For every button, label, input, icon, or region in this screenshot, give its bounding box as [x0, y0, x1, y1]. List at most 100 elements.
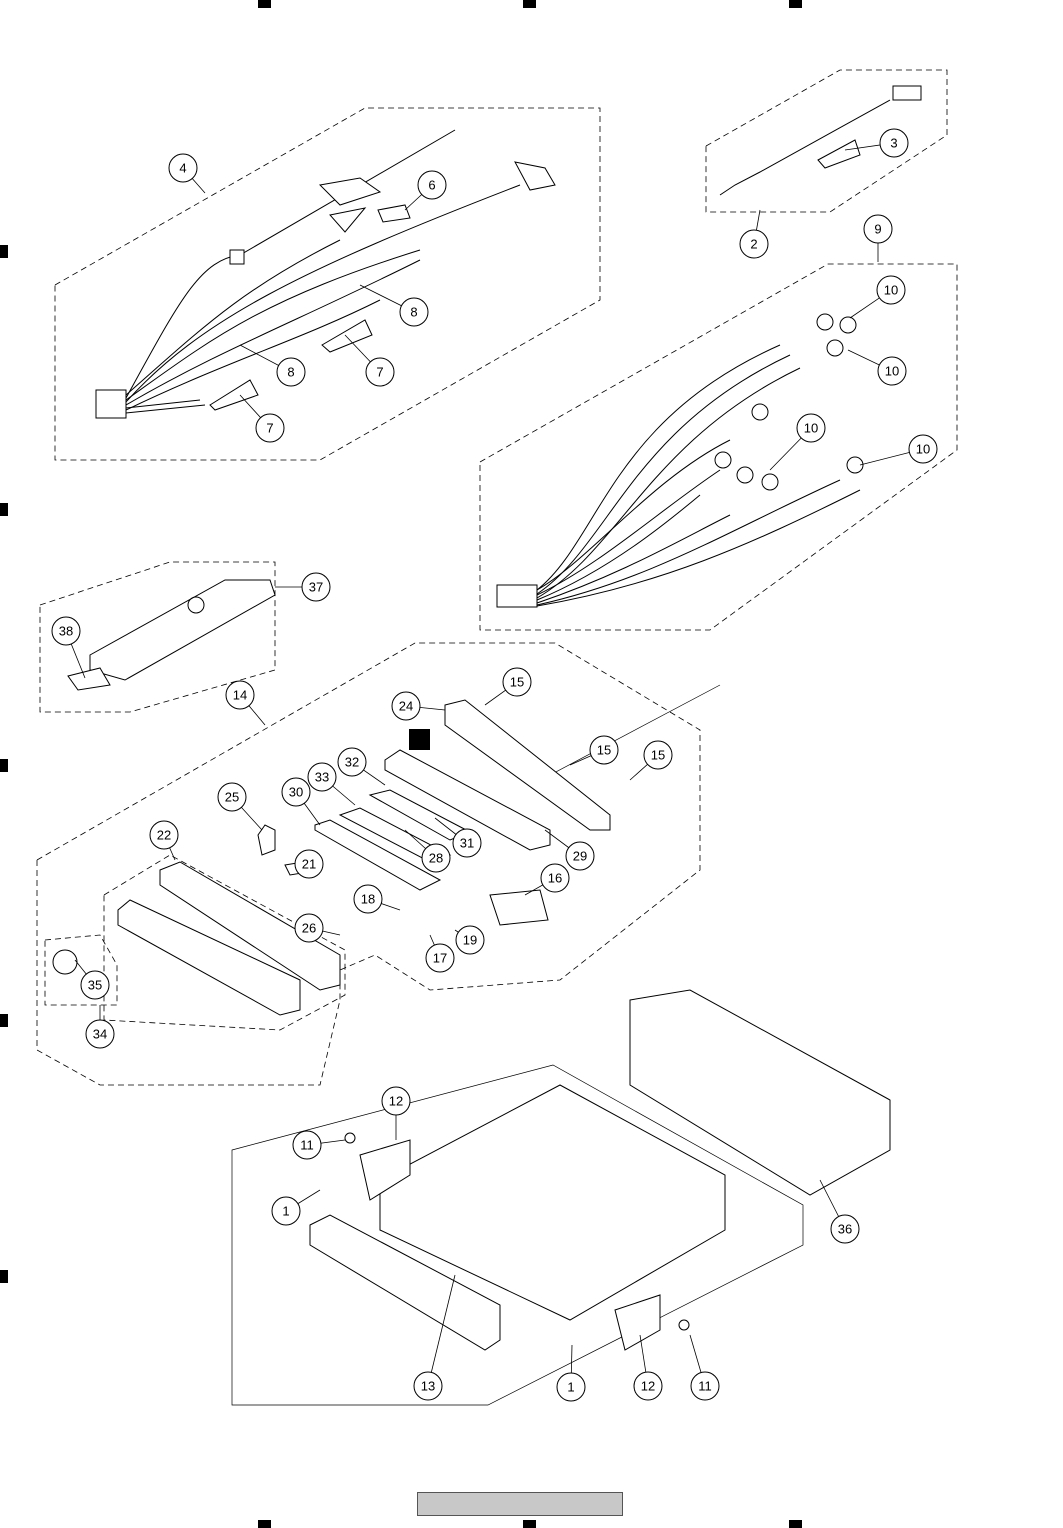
callout-label: 22: [157, 828, 171, 843]
callout-bubble: [425, 943, 455, 973]
callout-bubble: [421, 843, 451, 873]
callout-bubble: [307, 762, 337, 792]
callout-label: 21: [302, 857, 316, 872]
callout-label: 11: [300, 1138, 314, 1153]
callout-label: 7: [376, 365, 383, 380]
callout-label: 10: [884, 283, 898, 298]
callout-label: 3: [890, 136, 897, 151]
wire-harness-4: [95, 129, 556, 419]
callout-bubble: [225, 680, 255, 710]
callout-label: 25: [225, 790, 239, 805]
callout-leader-line: [427, 1274, 456, 1387]
callout-label: 1: [282, 1204, 289, 1219]
callout-bubble: [391, 691, 421, 721]
callout-bubble: [80, 970, 110, 1000]
callout-bubble: [255, 413, 285, 443]
callout-bubble: [863, 214, 893, 244]
callout-label: 19: [463, 933, 477, 948]
callout-bubble: [337, 747, 367, 777]
callout-label: 16: [548, 871, 562, 886]
callout-label: 8: [410, 305, 417, 320]
callout-label: 34: [93, 1027, 107, 1042]
callout-bubble: [353, 884, 383, 914]
group-boundaries: [36, 69, 958, 1086]
callout-label: 13: [421, 1379, 435, 1394]
callout-label: 12: [389, 1094, 403, 1109]
callout-label: 26: [302, 921, 316, 936]
callout-bubble: [294, 913, 324, 943]
callout-label: 10: [916, 442, 930, 457]
callout-label: 12: [641, 1379, 655, 1394]
callout-bubble: [452, 828, 482, 858]
callout-bubble: [633, 1371, 663, 1401]
callout-bubble: [796, 413, 826, 443]
callout-label: 1: [567, 1380, 574, 1395]
remote-control-37: [67, 579, 276, 691]
callout-label: 38: [59, 624, 73, 639]
callout-bubble: [85, 1019, 115, 1049]
callout-bubble: [876, 275, 906, 305]
footer-bar: [417, 1492, 623, 1516]
callout-bubble: [908, 434, 938, 464]
callout-label: 2: [750, 237, 757, 252]
callout-label: 33: [315, 770, 329, 785]
callout-label: 4: [179, 161, 186, 176]
panel-assembly-14: [52, 699, 611, 1016]
callout-bubble: [276, 357, 306, 387]
callout-bubble: [540, 863, 570, 893]
callout-label: 15: [651, 748, 665, 763]
callout-bubble: [413, 1371, 443, 1401]
callout-bubble: [502, 667, 532, 697]
callout-bubble: [877, 356, 907, 386]
callout-bubble: [301, 572, 331, 602]
callout-bubble: [365, 357, 395, 387]
callout-label: 18: [361, 892, 375, 907]
callout-label: 8: [287, 365, 294, 380]
registration-marks: [0, 0, 802, 1528]
callout-label: 37: [309, 580, 323, 595]
callout-label: 9: [874, 222, 881, 237]
callout-bubble: [168, 153, 198, 183]
rca-harness-9: [496, 313, 864, 608]
callout-bubble: [292, 1130, 322, 1160]
callout-label: 24: [399, 699, 413, 714]
callout-bubble: [879, 128, 909, 158]
callout-bubble: [271, 1196, 301, 1226]
callout-bubble: [399, 297, 429, 327]
callout-label: 30: [289, 785, 303, 800]
callout-bubble: [51, 616, 81, 646]
callout-bubble: [281, 777, 311, 807]
cable-2: [719, 85, 922, 196]
head-unit-chassis: [309, 989, 891, 1351]
callout-label: 11: [698, 1379, 712, 1394]
callout-label: 10: [804, 421, 818, 436]
callout-bubble: [565, 841, 595, 871]
callout-label: 31: [460, 836, 474, 851]
callout-label: 6: [428, 178, 435, 193]
callout-bubble: [217, 782, 247, 812]
callout-label: 10: [885, 364, 899, 379]
callout-label: 35: [88, 978, 102, 993]
callout-bubble: [417, 170, 447, 200]
callout-label: 15: [597, 743, 611, 758]
callout-bubble: [830, 1214, 860, 1244]
callout-label: 15: [510, 675, 524, 690]
callout-label: 36: [838, 1222, 852, 1237]
callout-label: 32: [345, 755, 359, 770]
callout-label: 14: [233, 688, 247, 703]
callout-bubble: [690, 1371, 720, 1401]
callout-bubble: [739, 229, 769, 259]
callout-label: 7: [266, 421, 273, 436]
callout-bubble: [455, 925, 485, 955]
callout-bubble: [149, 820, 179, 850]
callout-bubble: [556, 1372, 586, 1402]
callout-bubble: [294, 849, 324, 879]
assembly-outline: [231, 684, 804, 1406]
callout-bubble: [589, 735, 619, 765]
callout-label: 17: [433, 951, 447, 966]
callout-label: 28: [429, 851, 443, 866]
callout-bubble: [381, 1086, 411, 1116]
callout-bubble: [643, 740, 673, 770]
